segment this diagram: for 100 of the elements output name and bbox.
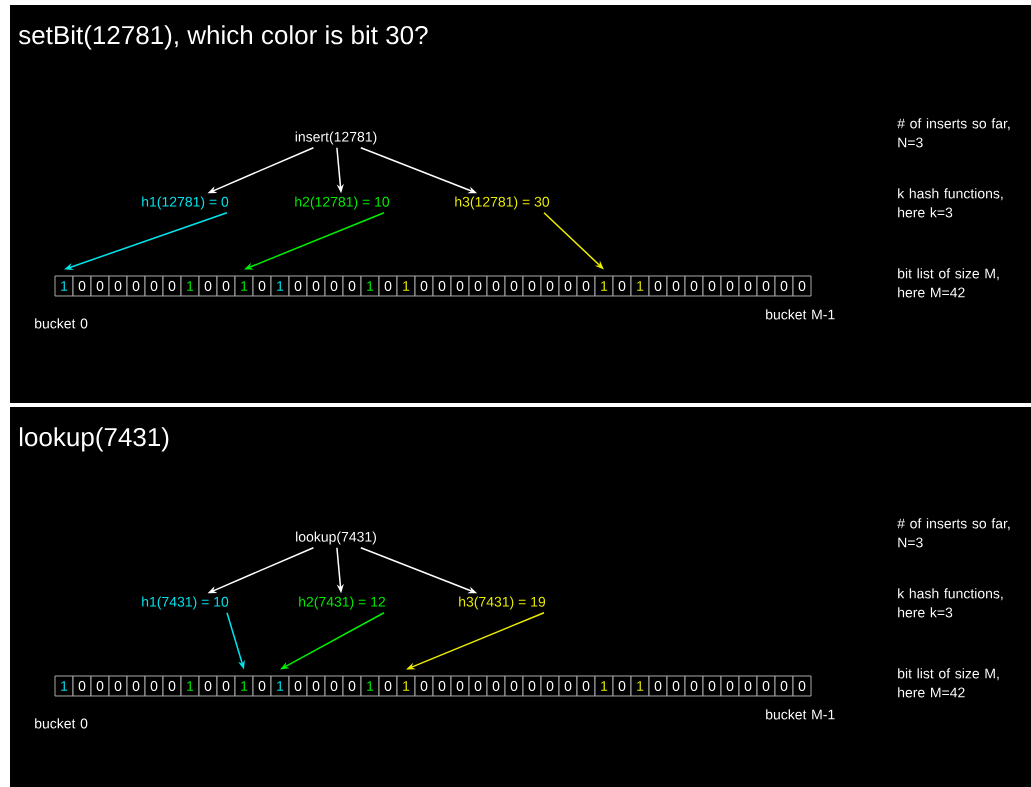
bit-cell: 1: [180, 675, 200, 697]
bit-cell: 1: [234, 275, 254, 297]
bit-cell: 0: [738, 675, 758, 697]
bit-cell: 0: [378, 275, 398, 297]
bit-cell: 0: [468, 675, 488, 697]
bit-cell: 0: [108, 275, 128, 297]
note-text: # of inserts so far, N=3: [897, 118, 1010, 148]
hash-function-text: h1(12781) = 0: [142, 196, 229, 210]
bit-cell: 1: [234, 675, 254, 697]
bit-cell: 0: [306, 275, 326, 297]
bit-cell: 0: [288, 675, 308, 697]
bit-cell: 0: [648, 275, 668, 297]
bit-cell: 0: [198, 675, 218, 697]
bit-cell: 0: [540, 675, 560, 697]
bit-cell: 1: [180, 275, 200, 297]
hash-function-text: h2(12781) = 10: [295, 196, 390, 210]
bit-cell: 0: [162, 675, 182, 697]
bit-cell: 0: [90, 275, 110, 297]
bit-cell: 0: [216, 275, 236, 297]
bit-cell: 0: [684, 675, 704, 697]
bit-cell: 0: [414, 275, 434, 297]
note-text: k hash functions, here k=3: [898, 188, 1003, 218]
bit-cell: 0: [504, 675, 524, 697]
bit-cell: 1: [396, 675, 416, 697]
bit-cell: 0: [756, 275, 776, 297]
bit-cell: 0: [108, 675, 128, 697]
bit-cell: 0: [792, 675, 812, 697]
bit-cell: 0: [558, 675, 578, 697]
bit-cell: 0: [720, 275, 740, 297]
bucket-label: bucket M-1: [766, 309, 835, 320]
bucket-label: bucket M-1: [766, 709, 835, 720]
note-text: bit list of size M, here M=42: [898, 268, 999, 298]
bit-cell: 0: [450, 275, 470, 297]
bit-cell: 1: [396, 275, 416, 297]
note-text: # of inserts so far, N=3: [897, 518, 1010, 548]
bit-cell: 0: [126, 275, 146, 297]
bit-cell: 0: [162, 275, 182, 297]
hash-function-text: h2(7431) = 12: [299, 596, 386, 610]
bit-cell: 0: [414, 675, 434, 697]
bit-cell: 1: [54, 275, 74, 297]
bit-cell: 0: [306, 675, 326, 697]
bit-cell: 0: [774, 675, 794, 697]
bit-cell: 0: [288, 275, 308, 297]
bit-cell: 0: [324, 675, 344, 697]
bit-cell: 0: [612, 675, 632, 697]
bit-cell: 0: [432, 275, 452, 297]
note-text: k hash functions, here k=3: [898, 588, 1003, 618]
bit-cell: 0: [504, 275, 524, 297]
bit-cell: 0: [468, 275, 488, 297]
bit-cell: 0: [576, 675, 596, 697]
bit-cell: 1: [360, 275, 380, 297]
bit-cell: 0: [252, 675, 272, 697]
bit-cell: 1: [360, 675, 380, 697]
bit-cell: 0: [324, 275, 344, 297]
bit-cell: 0: [198, 275, 218, 297]
bit-cell: 1: [594, 275, 614, 297]
bit-cell: 0: [144, 275, 164, 297]
bit-cell: 1: [630, 275, 650, 297]
bit-cell: 0: [144, 675, 164, 697]
bit-cell: 0: [432, 675, 452, 697]
hash-function-text: h3(12781) = 30: [455, 196, 550, 210]
bit-cell: 0: [666, 275, 686, 297]
bit-cell: 0: [252, 275, 272, 297]
bit-cell: 0: [90, 675, 110, 697]
bucket-label: bucket 0: [35, 318, 88, 329]
bit-cell: 0: [684, 275, 704, 297]
bit-cell: 0: [522, 675, 542, 697]
bucket-label: bucket 0: [35, 718, 88, 729]
bit-cell: 1: [54, 675, 74, 697]
hash-function-text: h1(7431) = 10: [142, 596, 229, 610]
bit-cell: 0: [378, 675, 398, 697]
bit-cell: 0: [702, 675, 722, 697]
bit-cell: 0: [702, 275, 722, 297]
bit-cell: 0: [720, 675, 740, 697]
function-call-text: insert(12781): [295, 131, 377, 145]
bit-cell: 1: [270, 275, 290, 297]
note-text: bit list of size M, here M=42: [898, 668, 999, 698]
bit-cell: 0: [558, 275, 578, 297]
bit-cell: 0: [648, 675, 668, 697]
bit-cell: 0: [738, 275, 758, 297]
bit-cell: 0: [666, 675, 686, 697]
bit-cell: 0: [72, 275, 92, 297]
bit-cell: 1: [270, 675, 290, 697]
bit-cell: 0: [486, 675, 506, 697]
bit-cell: 0: [756, 675, 776, 697]
bit-cell: 0: [126, 675, 146, 697]
bit-cell: 0: [612, 275, 632, 297]
bit-cell: 0: [342, 675, 362, 697]
bit-cell: 0: [774, 275, 794, 297]
hash-function-text: h3(7431) = 19: [459, 596, 546, 610]
bit-cell: 1: [594, 675, 614, 697]
bit-cell: 1: [630, 675, 650, 697]
bit-cell: 0: [792, 275, 812, 297]
bit-cell: 0: [576, 275, 596, 297]
bit-cell: 0: [522, 275, 542, 297]
bit-cell: 0: [216, 675, 236, 697]
bit-cell: 0: [72, 675, 92, 697]
bit-cell: 0: [540, 275, 560, 297]
function-call-text: lookup(7431): [296, 531, 376, 545]
bit-cell: 0: [342, 275, 362, 297]
